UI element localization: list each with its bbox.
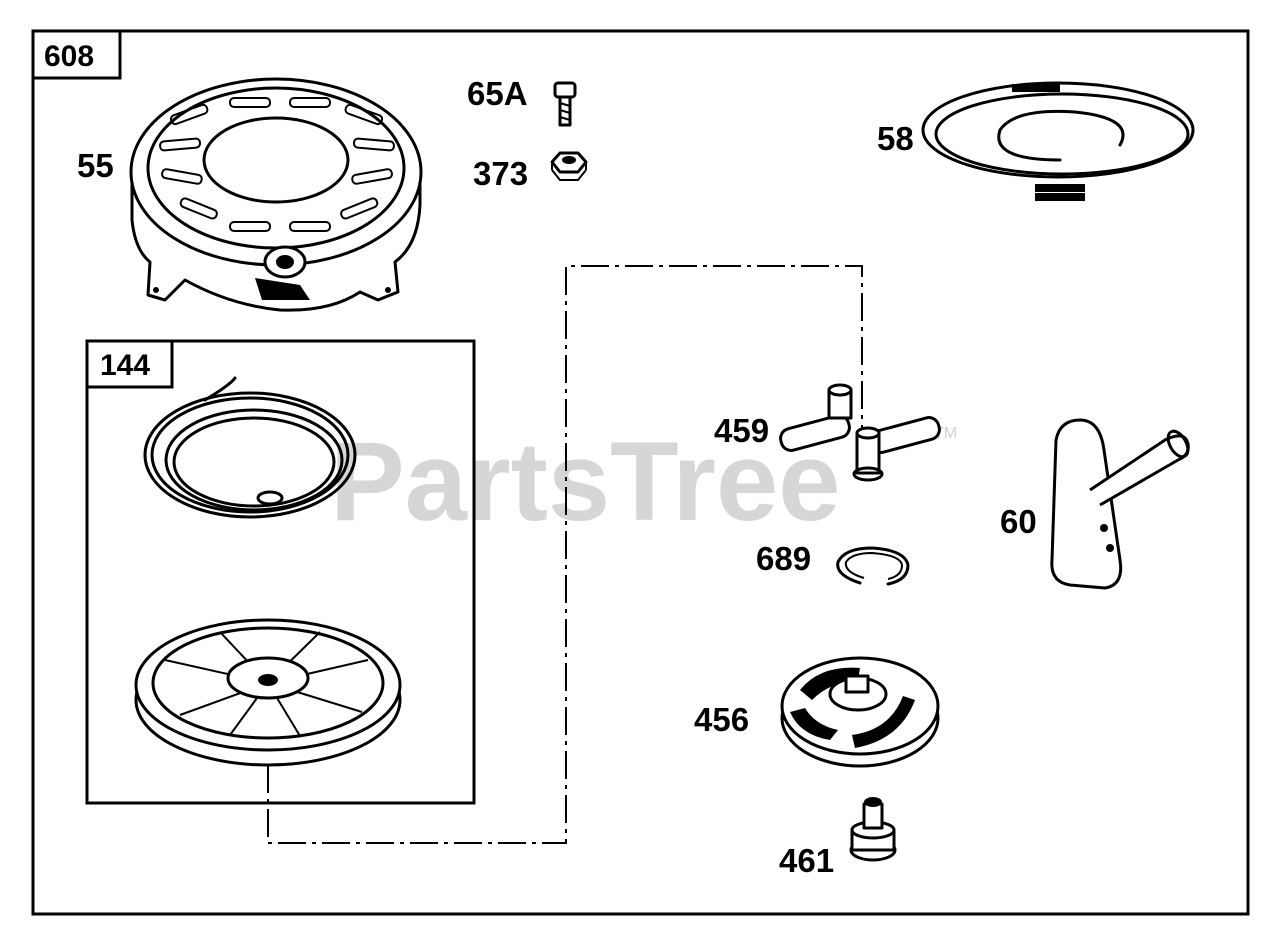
- part-label-60: 60: [1000, 503, 1037, 540]
- outer-assembly-number: 608: [44, 40, 94, 73]
- part-label-373: 373: [473, 155, 528, 192]
- starter-handle-part: [1050, 418, 1190, 590]
- retainer-ring-part: [836, 546, 910, 586]
- part-label-65a: 65A: [467, 75, 528, 112]
- connector-line: [267, 265, 863, 844]
- nut-part: [550, 151, 588, 181]
- part-label-456: 456: [694, 701, 749, 738]
- pawl-part: [779, 383, 941, 482]
- post-screw-part: [849, 797, 897, 862]
- starter-housing-part: [129, 77, 423, 312]
- part-label-459: 459: [714, 412, 769, 449]
- outer-assembly-tag: 608: [31, 29, 122, 80]
- watermark: PartsTree TM: [330, 419, 957, 544]
- inner-assembly-tag: 144: [85, 339, 174, 389]
- part-label-689: 689: [756, 540, 811, 577]
- part-label-58: 58: [877, 120, 914, 157]
- inner-assembly-number: 144: [100, 349, 150, 382]
- ratchet-part: [780, 656, 940, 768]
- inner-assembly-frame: [85, 339, 476, 805]
- screw-part: [553, 81, 577, 127]
- recoil-spring-part: [143, 376, 357, 519]
- starter-pulley-part: [134, 618, 402, 767]
- part-label-55: 55: [77, 147, 114, 184]
- watermark-text: PartsTree: [330, 419, 841, 544]
- starter-rope-part: [921, 81, 1195, 201]
- outer-assembly-frame: [31, 29, 1250, 916]
- part-label-461: 461: [779, 842, 834, 879]
